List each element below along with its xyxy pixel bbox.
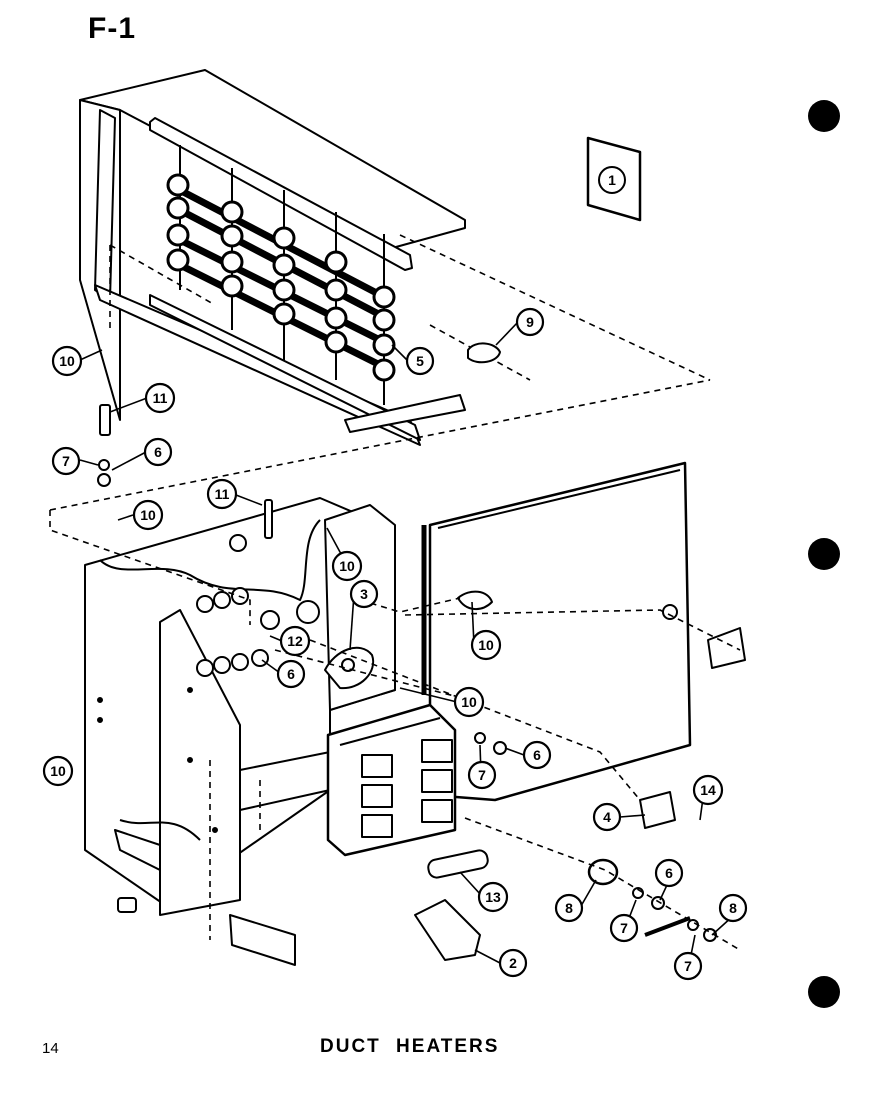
callout-7: 7 (467, 760, 497, 790)
svg-text:2: 2 (509, 955, 517, 971)
svg-text:10: 10 (50, 763, 66, 779)
callout-11: 11 (206, 478, 238, 510)
svg-text:4: 4 (603, 809, 611, 825)
page-label: F-1 (88, 12, 136, 45)
terminal-block (326, 703, 457, 857)
svg-text:7: 7 (684, 958, 692, 974)
callout-10: 10 (470, 629, 502, 661)
callout-10: 10 (453, 686, 485, 718)
svg-text:10: 10 (59, 353, 75, 369)
switch-part (639, 791, 676, 829)
callout-4: 4 (592, 802, 622, 832)
svg-text:8: 8 (729, 900, 737, 916)
fuse-part (427, 849, 489, 879)
page-title: DUCT HEATERS (320, 1036, 500, 1057)
callout-9: 9 (515, 307, 545, 337)
callout-7: 7 (609, 913, 639, 943)
callout-12: 12 (279, 625, 311, 657)
fasteners (97, 404, 717, 942)
callout-6: 6 (276, 659, 306, 689)
callout-11: 11 (144, 382, 176, 414)
svg-text:6: 6 (154, 444, 162, 460)
fuse-holder-part (414, 899, 481, 961)
plug-part (467, 342, 501, 364)
svg-text:6: 6 (665, 865, 673, 881)
mounting-bracket (229, 914, 296, 966)
callout-7: 7 (51, 446, 81, 476)
svg-text:10: 10 (140, 507, 156, 523)
callouts: 10 11 7 6 5 9 10 11 10 3 12 6 10 10 10 7… (42, 307, 748, 981)
svg-text:7: 7 (620, 920, 628, 936)
svg-text:10: 10 (461, 694, 477, 710)
binder-hole (808, 538, 840, 570)
callout-10: 10 (42, 755, 74, 787)
limit-switch-part (324, 646, 375, 690)
callout-2: 2 (498, 948, 528, 978)
callout-14: 14 (692, 774, 724, 806)
svg-text:7: 7 (62, 453, 70, 469)
callout-3: 3 (349, 579, 379, 609)
svg-text:10: 10 (339, 558, 355, 574)
svg-text:6: 6 (287, 666, 295, 682)
section-symbol-label: 1 (608, 172, 616, 188)
svg-text:11: 11 (215, 486, 230, 502)
svg-text:6: 6 (533, 747, 541, 763)
svg-text:7: 7 (478, 767, 486, 783)
svg-text:14: 14 (700, 782, 716, 798)
svg-text:10: 10 (478, 637, 494, 653)
svg-text:8: 8 (565, 900, 573, 916)
svg-text:12: 12 (287, 633, 303, 649)
callout-6: 6 (143, 437, 173, 467)
svg-text:5: 5 (416, 353, 424, 369)
binder-hole (808, 976, 840, 1008)
page-number: 14 (42, 1040, 59, 1057)
callout-6: 6 (522, 740, 552, 770)
svg-text:11: 11 (153, 390, 168, 406)
callout-6: 6 (654, 858, 684, 888)
callout-10: 10 (132, 499, 164, 531)
access-door (421, 461, 692, 802)
binder-hole (808, 100, 840, 132)
callout-13: 13 (477, 881, 509, 913)
callout-10: 10 (331, 550, 363, 582)
section-symbol: 1 (586, 136, 642, 222)
callout-8: 8 (718, 893, 748, 923)
svg-text:9: 9 (526, 314, 534, 330)
callout-10: 10 (51, 345, 83, 377)
svg-text:3: 3 (360, 586, 368, 602)
spring-clip (707, 627, 746, 669)
callout-8: 8 (554, 893, 584, 923)
knob-part (587, 858, 619, 886)
callout-7: 7 (673, 951, 703, 981)
svg-text:13: 13 (485, 889, 501, 905)
callout-5: 5 (405, 346, 435, 376)
heater-element-assembly (79, 69, 466, 446)
